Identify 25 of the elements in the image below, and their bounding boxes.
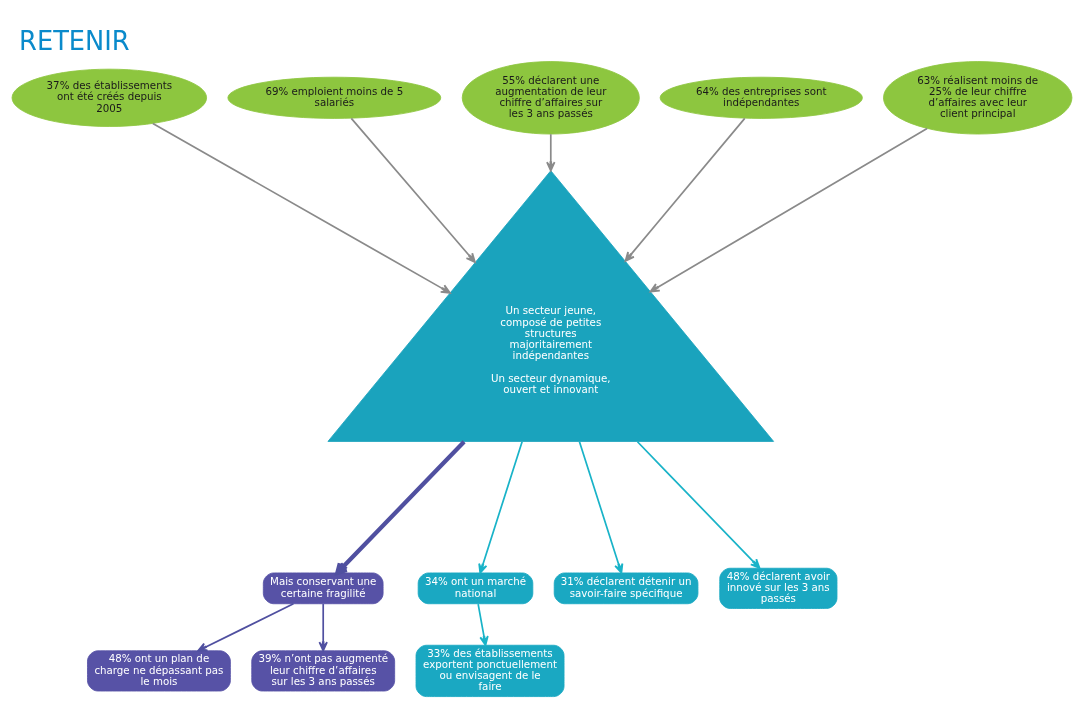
arrow <box>546 132 556 172</box>
node-box: 48% ont un plan de charge ne dépassant pas le mois <box>87 649 231 691</box>
arrow <box>636 440 761 569</box>
node-box: 48% déclarent avoir innové sur les 3 ans passés <box>719 567 838 609</box>
arrow <box>335 439 466 575</box>
node-ellipse: 69% emploient moins de 5 salariés <box>227 76 442 119</box>
node-box: 34% ont un marché national <box>417 572 534 604</box>
arrow <box>477 602 489 646</box>
node-ellipse: 37% des établissements ont été créés depuis 2005 <box>11 68 207 127</box>
node-box: 39% n’ont pas augmenté leur chiffre d’affaires sur les 3 ans passés <box>251 649 396 691</box>
arrow <box>478 440 523 574</box>
arrow <box>318 602 328 652</box>
arrow <box>197 602 295 652</box>
arrow <box>578 440 624 574</box>
node-box: Mais conservant une certaine fragilité <box>262 572 384 604</box>
arrow <box>350 117 476 263</box>
arrow <box>649 127 928 292</box>
node-ellipse: 64% des entreprises sont indépendantes <box>659 76 863 119</box>
arrow <box>624 117 746 262</box>
node-ellipse: 63% réalisent moins de 25% de leur chiffre d’affaires avec leur client principal <box>883 60 1073 134</box>
node-box: 31% déclarent détenir un savoir-faire spécifique <box>553 572 699 604</box>
node-box: 33% des établissements exportent ponctuellement ou envisagent de le faire <box>415 644 565 697</box>
arrow <box>152 122 451 294</box>
diagram-title: RETENIR <box>19 25 130 56</box>
node-ellipse: 55% déclarent une augmentation de leur chiffre d’affaires sur les 3 ans passés <box>461 60 640 134</box>
